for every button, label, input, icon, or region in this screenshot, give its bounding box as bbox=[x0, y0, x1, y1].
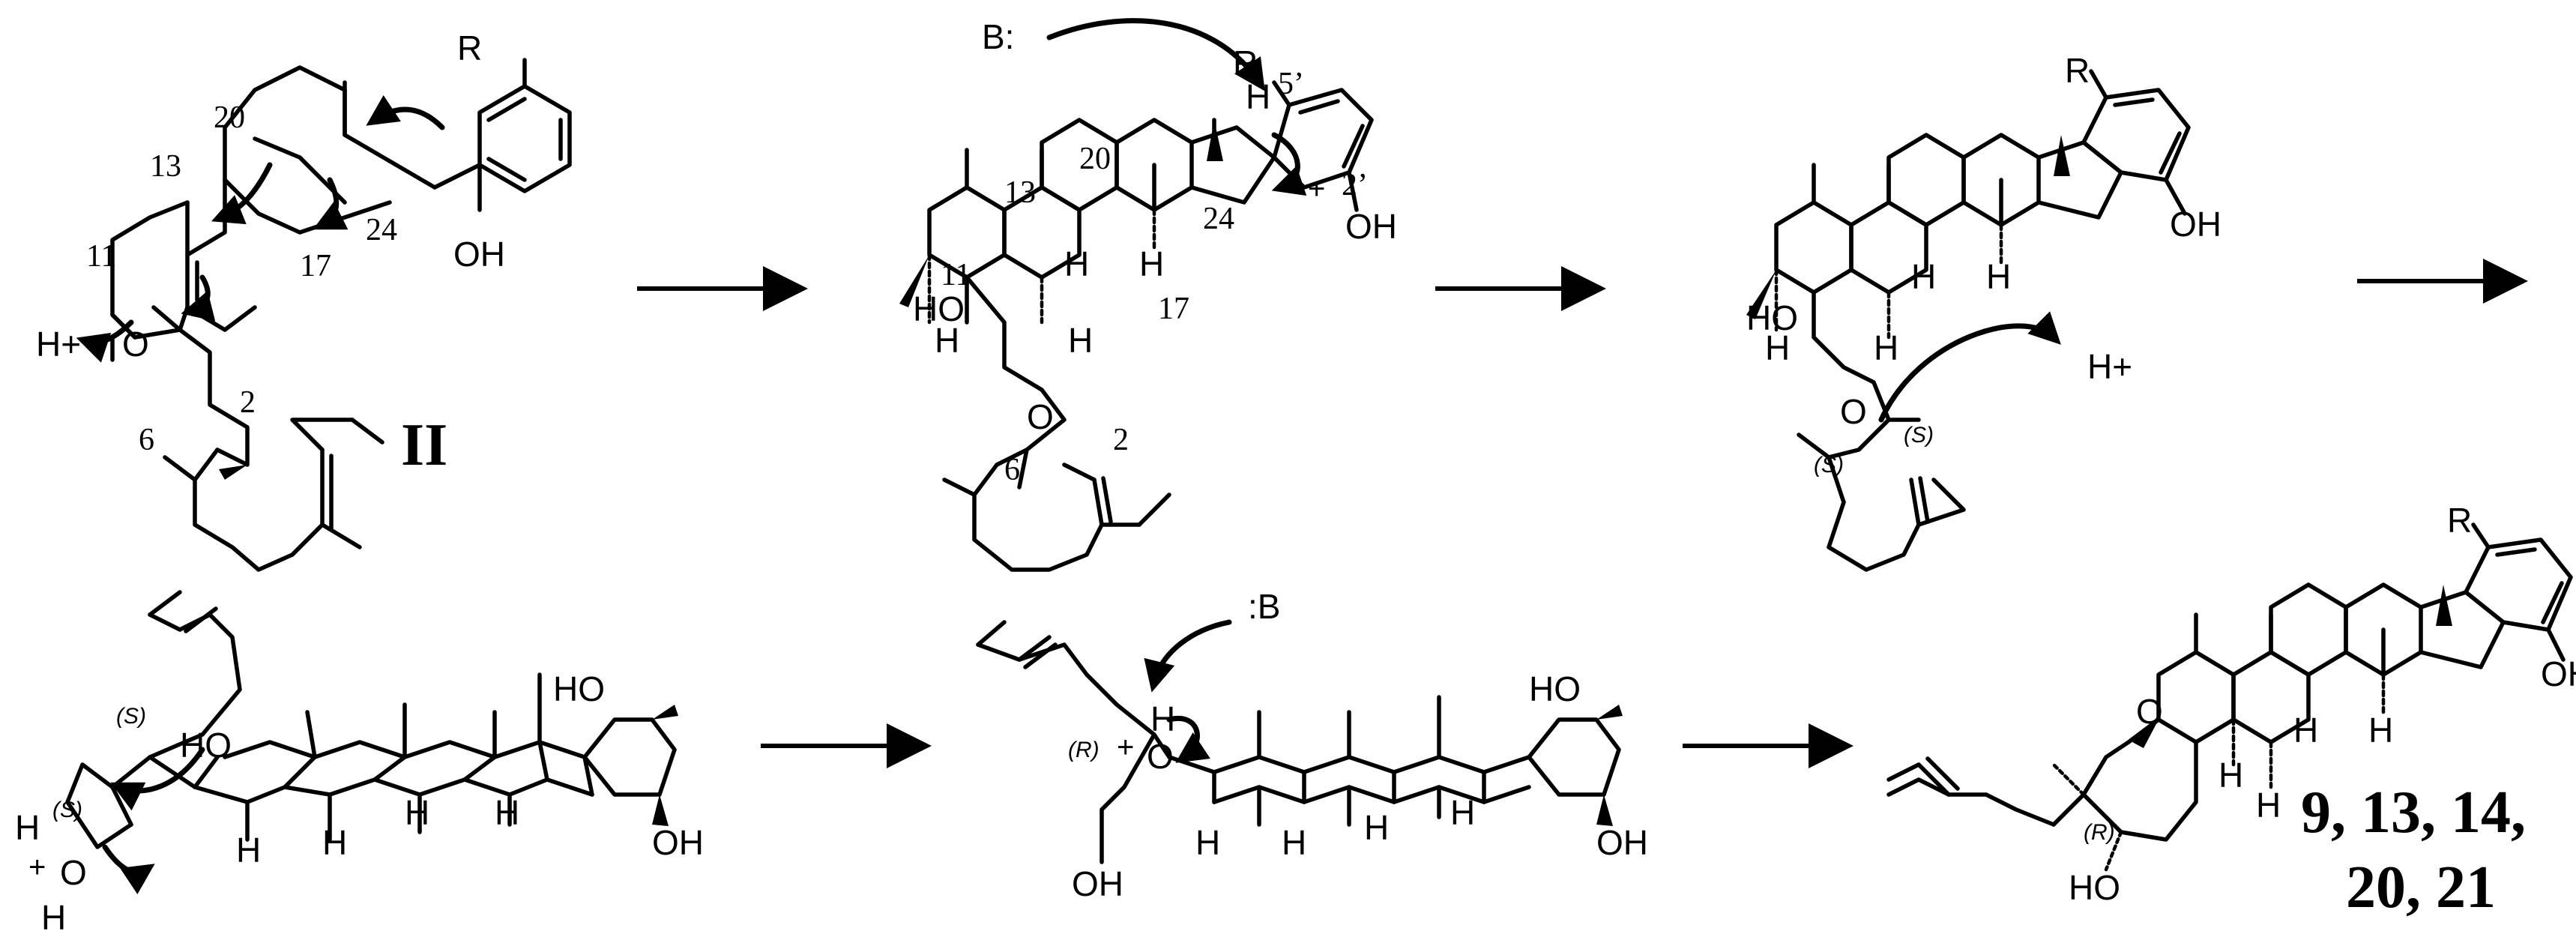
label-OH-5: OH bbox=[1072, 864, 1123, 903]
pos-2-2: 2 bbox=[1113, 423, 1129, 457]
pos-17-2: 17 bbox=[1158, 292, 1189, 326]
label-H-4d: H bbox=[322, 823, 347, 862]
curly-arrows-4 bbox=[102, 747, 205, 894]
label-H-3a: H bbox=[1765, 328, 1790, 367]
curly-arrows-5 bbox=[1144, 619, 1232, 763]
structure-4-chair bbox=[65, 590, 678, 849]
structure-3-labels: R OH HO H H H H O H+ (S) (S) bbox=[1746, 51, 2221, 477]
curly-arrows-1 bbox=[76, 95, 445, 363]
label-Hplus-3: H+ bbox=[2087, 347, 2132, 386]
structure-2-cation bbox=[899, 80, 1374, 572]
structure-5-oxonium bbox=[976, 620, 1623, 864]
label-H-3d: H bbox=[1986, 257, 2011, 296]
label-H-4c: H bbox=[236, 831, 261, 870]
structure-5-labels: :B H O + OH HO OH H H H H (R) bbox=[1068, 587, 1648, 903]
stereo-S-3b: (S) bbox=[1814, 453, 1844, 477]
label-O-1: O bbox=[122, 325, 149, 364]
label-HO-5: HO bbox=[1529, 669, 1581, 708]
structure-6-labels: R OH O H H H H HO (R) 9, 13, 14, 20, 21 bbox=[2069, 501, 2576, 921]
label-plus-2: + bbox=[1308, 172, 1325, 205]
structure-1-labels: R OH O H+ 20 13 11 17 24 2 6 II bbox=[36, 28, 505, 478]
pos-11-2: 11 bbox=[941, 258, 971, 292]
label-HO-6: HO bbox=[2069, 868, 2120, 907]
reaction-arrows bbox=[637, 259, 2528, 768]
label-OH-6: OH bbox=[2541, 654, 2576, 693]
pos-11-1: 11 bbox=[86, 239, 116, 274]
pos-6-2: 6 bbox=[1004, 453, 1020, 487]
label-O-2: O bbox=[1027, 397, 1054, 436]
label-H-5c: H bbox=[1364, 808, 1389, 847]
structure-2-labels: B: R H 5’ 2’ + OH HO O H H H H 20 13 11 … bbox=[913, 17, 1397, 487]
structure-1-compound-II bbox=[110, 58, 572, 572]
label-H-2c: H bbox=[1064, 244, 1089, 283]
label-R-1: R bbox=[457, 28, 482, 67]
pos-13-1: 13 bbox=[150, 149, 181, 184]
pos-20-2: 20 bbox=[1079, 142, 1111, 176]
pos-6-1: 6 bbox=[139, 423, 154, 457]
label-HO-2: HO bbox=[913, 289, 965, 328]
pos-17-1: 17 bbox=[300, 249, 331, 283]
curly-arrows-3 bbox=[1878, 311, 2061, 423]
stereo-S-3a: (S) bbox=[1904, 423, 1934, 448]
structure-4-labels: HO HO OH H O + H H H H H (S) (S) bbox=[15, 669, 704, 937]
label-plus-4: + bbox=[28, 851, 46, 884]
label-H-6d: H bbox=[2368, 711, 2393, 750]
label-H-3b: H bbox=[1874, 328, 1898, 367]
label-H-6c: H bbox=[2293, 711, 2318, 750]
stereo-S-4b: (S) bbox=[52, 798, 82, 822]
pos-2-1: 2 bbox=[240, 385, 256, 420]
structure-3-neutral bbox=[1746, 69, 2191, 572]
label-H-5b: H bbox=[1282, 823, 1306, 862]
label-HO-4: HO bbox=[180, 726, 232, 765]
label-H-4f: H bbox=[495, 793, 519, 832]
label-H-6b: H bbox=[2256, 786, 2281, 825]
label-OH-3: OH bbox=[2170, 205, 2221, 244]
label-H-3c: H bbox=[1911, 257, 1936, 296]
label-OH-1: OH bbox=[453, 235, 505, 274]
pos-20-1: 20 bbox=[214, 100, 245, 135]
structure-6-product bbox=[1886, 522, 2573, 872]
compound-numeral-II: II bbox=[401, 412, 447, 478]
label-H-5d: H bbox=[1450, 793, 1475, 832]
label-H-4b: H bbox=[41, 898, 66, 937]
label-base-5: :B bbox=[1248, 587, 1280, 626]
label-H-2a: H bbox=[935, 321, 959, 360]
label-OH-2: OH bbox=[1345, 207, 1397, 246]
pos-2p-2: 2’ bbox=[1342, 168, 1368, 202]
label-HO-4-top: HO bbox=[553, 669, 605, 708]
stereo-S-4a: (S) bbox=[116, 704, 146, 729]
label-OH-5b: OH bbox=[1596, 823, 1648, 862]
label-OH-4: OH bbox=[652, 823, 704, 862]
curly-arrows-2 bbox=[1046, 18, 1307, 196]
stereo-R-5: (R) bbox=[1068, 738, 1100, 762]
label-O-3: O bbox=[1840, 392, 1867, 431]
label-H-5: H bbox=[1150, 699, 1175, 738]
pos-13-2: 13 bbox=[1004, 175, 1036, 210]
label-H-2b: H bbox=[1068, 321, 1093, 360]
pos-5p-2: 5’ bbox=[1278, 67, 1304, 101]
pos-24-1: 24 bbox=[366, 213, 397, 247]
label-H-4e: H bbox=[405, 793, 429, 832]
label-H-5a: H bbox=[1195, 823, 1220, 862]
label-H-6a: H bbox=[2218, 756, 2243, 795]
pos-24-2: 24 bbox=[1203, 202, 1234, 236]
label-O-6: O bbox=[2136, 692, 2163, 731]
compound-ids-line2: 20, 21 bbox=[2346, 855, 2496, 921]
label-HO-3: HO bbox=[1746, 298, 1798, 337]
label-base-2: B: bbox=[982, 17, 1014, 56]
label-plus-5: + bbox=[1117, 731, 1134, 764]
label-R-2: R bbox=[1233, 43, 1258, 82]
label-O-5: O bbox=[1147, 737, 1174, 776]
compound-ids-line1: 9, 13, 14, bbox=[2301, 780, 2526, 846]
label-H-2d: H bbox=[1139, 244, 1164, 283]
label-O-4: O bbox=[60, 853, 87, 892]
label-R-3: R bbox=[2065, 51, 2090, 90]
label-H-4a: H bbox=[15, 808, 40, 847]
label-Hplus-1: H+ bbox=[36, 325, 81, 364]
stereo-R-6: (R) bbox=[2084, 820, 2115, 845]
label-H-2: H bbox=[1246, 77, 1270, 116]
label-R-6: R bbox=[2447, 501, 2472, 540]
